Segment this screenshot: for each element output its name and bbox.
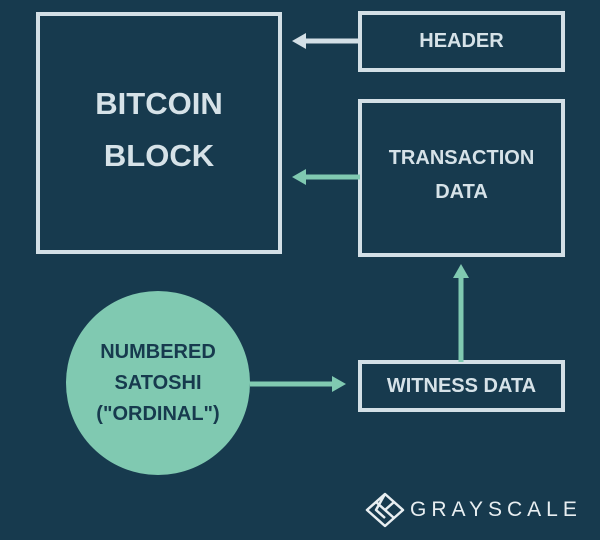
arrow-witness-to-transaction (453, 264, 469, 362)
bitcoin-block-box (36, 12, 282, 254)
grayscale-logo-text: GRAYSCALE (410, 498, 582, 521)
transaction-label-line2: DATA (435, 181, 488, 203)
ordinal-label: NUMBERED SATOSHI ("ORDINAL") (66, 335, 250, 431)
arrow-ordinal-to-witness (250, 376, 346, 392)
transaction-label-line1: TRANSACTION (388, 147, 535, 169)
ordinal-label-line3: ("ORDINAL") (96, 402, 220, 425)
witness-data-label: WITNESS DATA (386, 374, 537, 397)
bitcoin-block-label: BITCOIN BLOCK (38, 80, 280, 180)
ordinal-label-line1: NUMBERED (100, 340, 216, 363)
bitcoin-label-line1: BITCOIN (95, 86, 223, 121)
bitcoin-label-line2: BLOCK (103, 138, 215, 173)
ordinal-label-line2: SATOSHI (114, 371, 202, 394)
ordinal-circle (66, 291, 250, 475)
grayscale-logo-icon (365, 492, 405, 528)
arrow-transaction-to-block (292, 169, 360, 185)
header-label: HEADER (419, 30, 504, 52)
arrow-header-to-block (292, 33, 360, 49)
transaction-data-label: TRANSACTION DATA (360, 130, 563, 220)
